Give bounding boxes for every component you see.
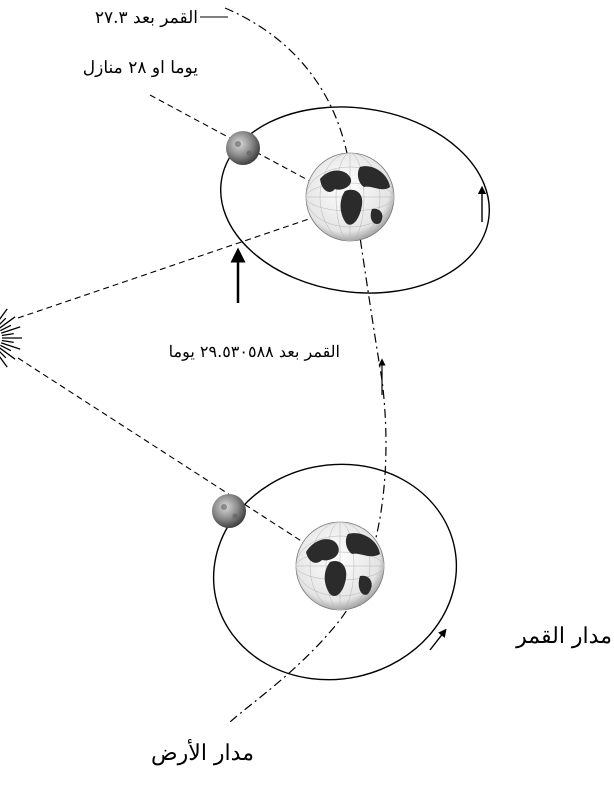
sun-ray [1,332,14,337]
sun-ray [0,344,12,352]
sun-ray [0,324,12,332]
sun-ray [0,316,16,329]
earth-orbit-path [224,7,387,723]
sun-ray [1,339,14,344]
sun-line-lower [17,357,341,567]
sun-ray [0,342,21,350]
sun-ray [0,347,16,360]
moon-orbit-lower-arrow [429,628,447,651]
label-sidereal-line2: يوما او ٢٨ منازل [83,58,198,78]
moon-icon [226,131,260,165]
sun-ray [0,317,7,325]
sun-icon [0,308,22,368]
label-sidereal-line1: القمر بعد ٢٧.٣ [95,8,198,28]
moon-icon [212,494,246,528]
label-earth-orbit: مدار الأرض [151,738,254,766]
sun-ray [0,351,7,359]
moon-orbit-upper [220,106,490,294]
sun-line-upper [17,204,351,319]
sun-ray [0,326,21,334]
sun-lines [17,94,351,567]
sun-ray [0,356,8,368]
label-synodic: القمر بعد ٢٩.٥٣٠٥٨٨ يوما [169,342,340,361]
sun-ray [0,308,8,320]
earth-icon [305,152,395,242]
label-moon-orbit: مدار القمر [515,624,612,649]
moon-orbit-lower [212,463,458,681]
earth-icon [295,521,385,611]
